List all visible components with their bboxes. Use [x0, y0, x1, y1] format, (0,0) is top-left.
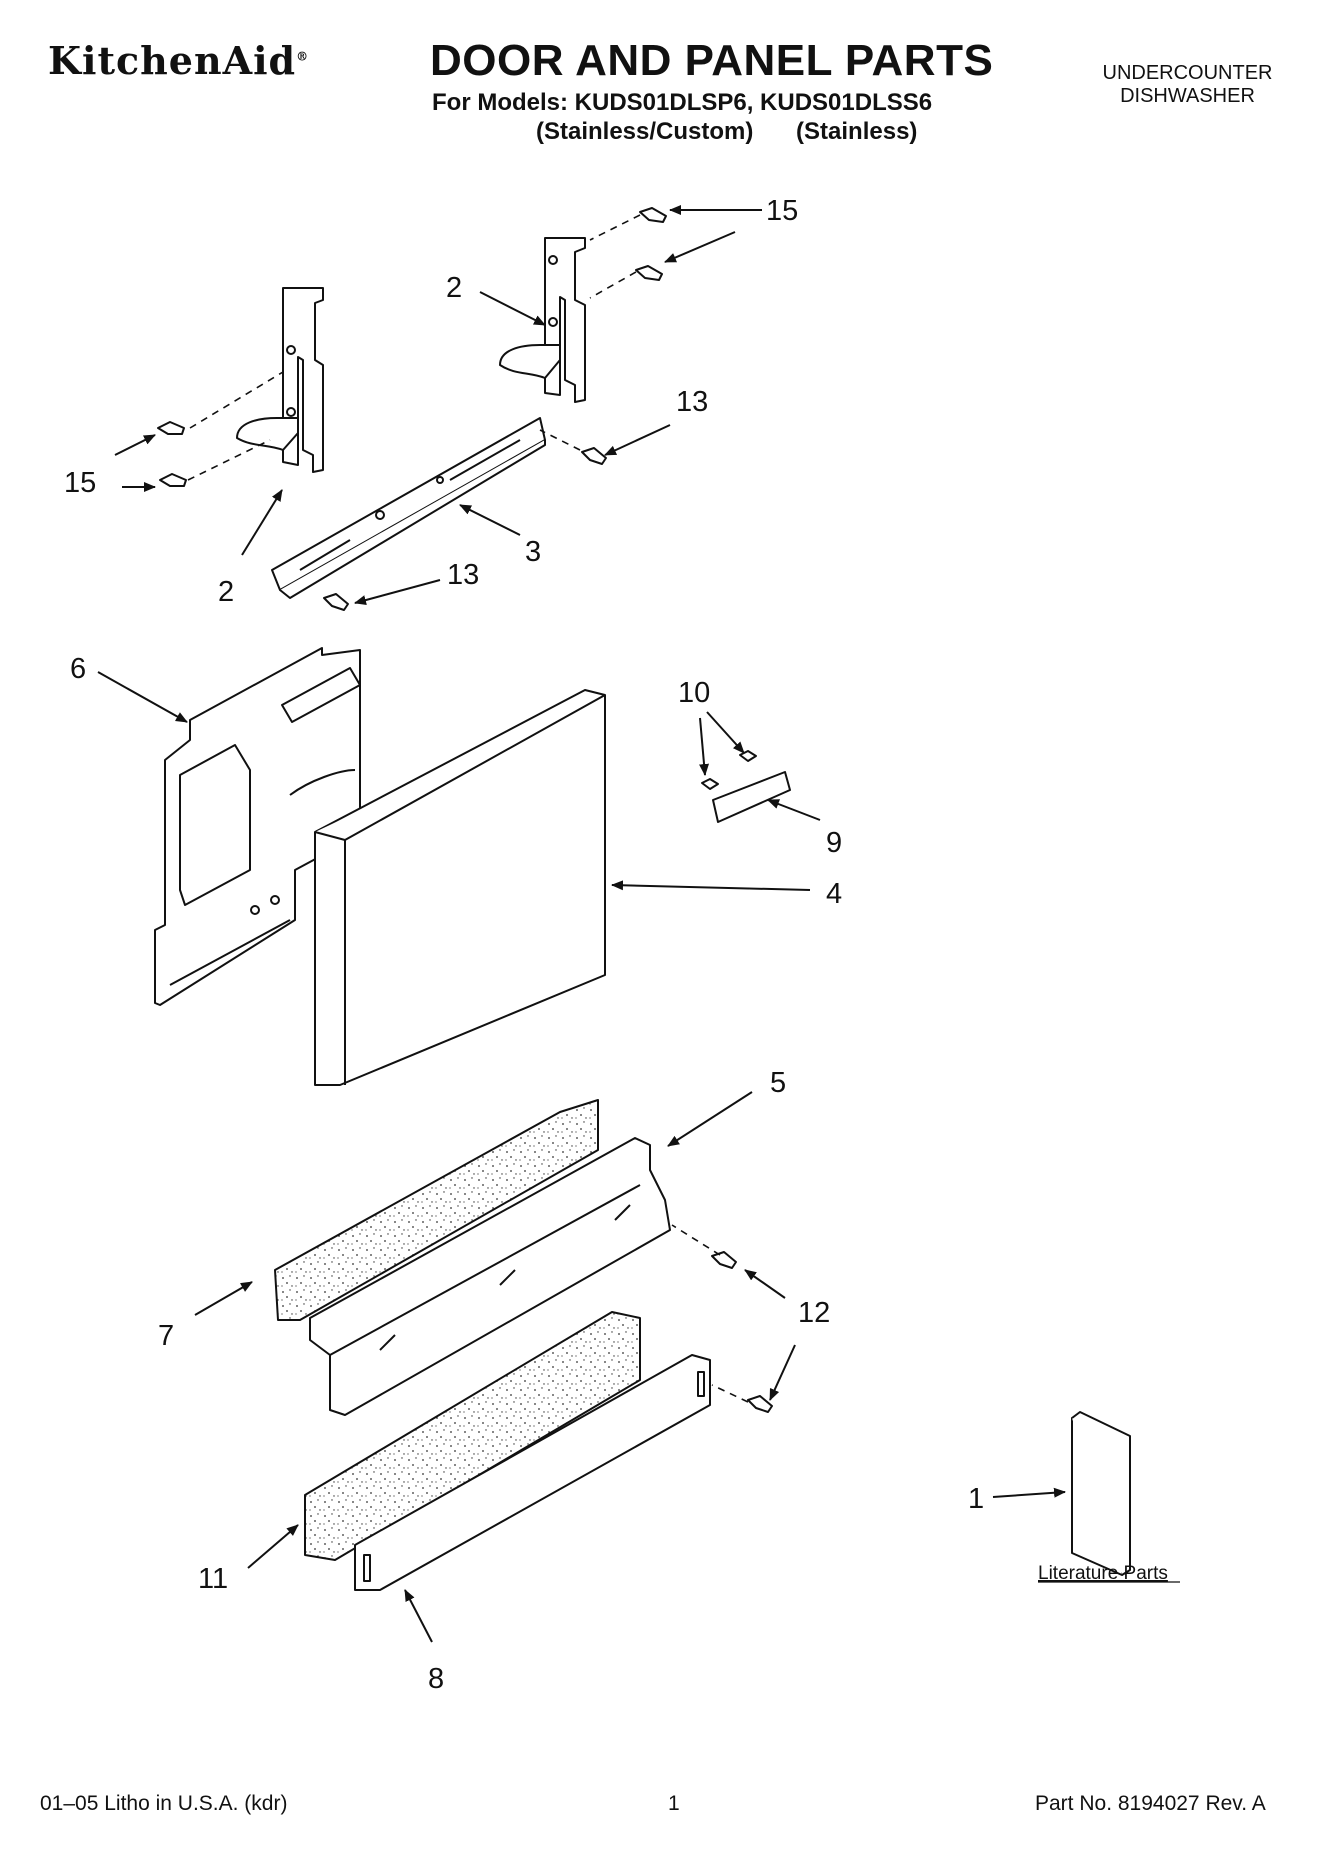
callout-11: 11	[198, 1563, 228, 1595]
outer-door-panel	[314, 689, 606, 1086]
registered-mark: ®	[296, 49, 310, 64]
footer-page-number: 1	[668, 1792, 680, 1815]
screw-15-left-a	[157, 421, 185, 435]
model-variants: (Stainless/Custom) (Stainless)	[536, 118, 917, 146]
callout-15-top: 15	[766, 195, 798, 227]
callout-9: 9	[826, 827, 842, 859]
leader-8	[404, 1589, 433, 1643]
footer-part-number: Part No. 8194027 Rev. A	[1035, 1792, 1266, 1815]
leader-2-bottom	[241, 489, 283, 556]
hinge-bracket-left	[236, 287, 324, 473]
kick-plate	[354, 1354, 711, 1591]
brand-logo: KitchenAid®	[48, 38, 309, 83]
screw-15-top-b	[635, 265, 663, 281]
callout-2-top: 2	[446, 272, 462, 304]
access-panel-upper	[309, 1137, 671, 1416]
screw-12-b	[747, 1395, 773, 1413]
literature-parts-label: Literature Parts	[1038, 1563, 1168, 1584]
hinge-bracket-right	[499, 237, 586, 403]
callout-7: 7	[158, 1320, 174, 1352]
leader-1	[992, 1487, 1066, 1498]
callout-10: 10	[678, 677, 710, 709]
callout-4: 4	[826, 878, 842, 910]
screw-15-left-b	[159, 473, 187, 487]
callout-3: 3	[525, 536, 541, 568]
foam-insulation-lower	[304, 1311, 641, 1561]
leader-4	[611, 880, 811, 891]
screw-12-a	[711, 1251, 737, 1269]
callout-13-mid: 13	[447, 559, 479, 591]
leader-5	[667, 1091, 753, 1147]
variant-1: (Stainless/Custom)	[536, 118, 754, 145]
inner-door-panel	[154, 647, 361, 1006]
callout-6: 6	[70, 653, 86, 685]
door-handle	[701, 750, 791, 823]
leader-9	[767, 799, 821, 821]
leader-15-top-b	[664, 231, 736, 263]
page-title: DOOR AND PANEL PARTS	[430, 36, 994, 85]
brand-text: KitchenAid	[48, 38, 297, 83]
callout-2-bottom: 2	[218, 576, 234, 608]
leader-12-a	[744, 1269, 786, 1299]
callout-15-left: 15	[64, 467, 96, 499]
callout-1: 1	[968, 1483, 984, 1515]
leader-3	[459, 504, 521, 536]
leader-7	[194, 1281, 253, 1316]
screw-13-mid	[323, 593, 349, 611]
leader-11	[247, 1524, 299, 1569]
foam-insulation-upper	[274, 1099, 599, 1321]
leader-10-a	[706, 711, 745, 754]
product-category: UNDERCOUNTER DISHWASHER	[1095, 62, 1280, 108]
leader-6	[97, 671, 188, 723]
leader-2-top	[479, 291, 546, 326]
variant-2: (Stainless)	[796, 118, 918, 145]
callout-12: 12	[798, 1297, 830, 1329]
callout-13-top: 13	[676, 386, 708, 418]
footer-litho: 01–05 Litho in U.S.A. (kdr)	[40, 1792, 288, 1815]
leader-12-b	[769, 1344, 796, 1401]
leader-13-top	[604, 424, 671, 456]
leader-15-left-a	[114, 434, 156, 456]
leader-13-mid	[354, 579, 441, 605]
literature-booklet	[1071, 1411, 1131, 1576]
leader-10-b	[699, 717, 710, 776]
callout-5: 5	[770, 1067, 786, 1099]
door-rail	[271, 417, 546, 599]
category-line-1: UNDERCOUNTER	[1102, 62, 1273, 84]
callout-8: 8	[428, 1663, 444, 1695]
models-line: For Models: KUDS01DLSP6, KUDS01DLSS6	[432, 89, 933, 116]
screw-15-top-a	[639, 207, 667, 223]
screw-13-top	[581, 447, 607, 465]
category-line-2: DISHWASHER	[1120, 85, 1255, 107]
